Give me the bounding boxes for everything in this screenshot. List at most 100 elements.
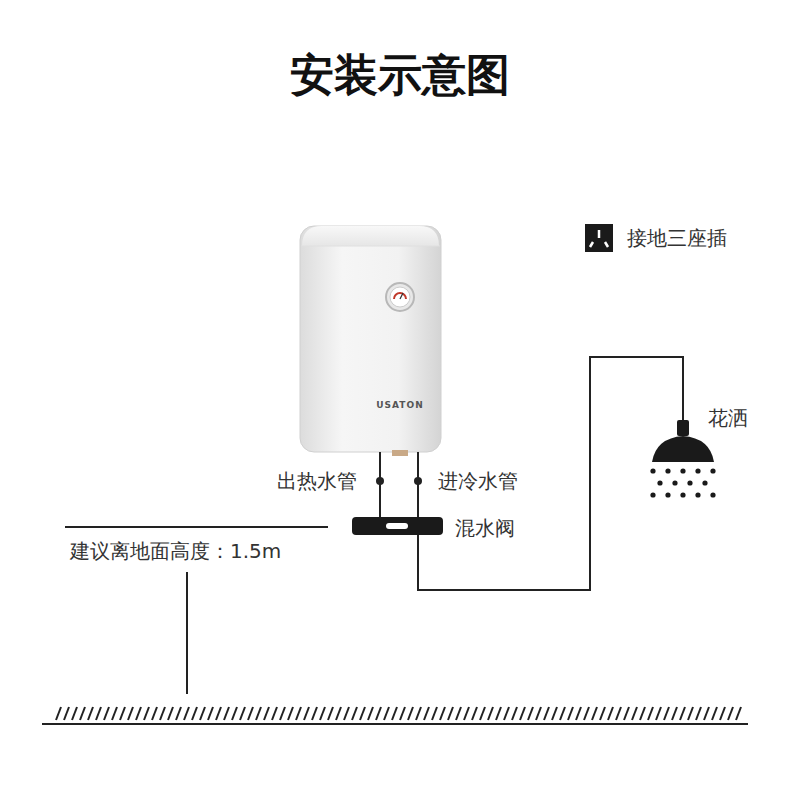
ground-hatch xyxy=(88,707,93,720)
ground-hatch xyxy=(576,707,581,720)
water-drop xyxy=(657,480,662,485)
part-label: 花洒 xyxy=(708,406,748,430)
ground-hatch xyxy=(416,707,421,720)
water-drop xyxy=(650,492,655,497)
ground-hatch xyxy=(160,707,165,720)
shower-head xyxy=(650,420,715,498)
ground-hatch xyxy=(520,707,525,720)
water-drop xyxy=(695,492,700,497)
ground-hatch xyxy=(440,707,445,720)
ground-hatch xyxy=(64,707,69,720)
ground-hatch xyxy=(104,707,109,720)
ground-hatch xyxy=(688,707,693,720)
brand-label: USATON xyxy=(376,400,423,411)
ground-hatch xyxy=(128,707,133,720)
ground-hatch xyxy=(232,707,237,720)
ground-hatch xyxy=(136,707,141,720)
ground-hatch xyxy=(648,707,653,720)
ground-hatch xyxy=(392,707,397,720)
ground-hatch xyxy=(544,707,549,720)
water-drop xyxy=(710,492,715,497)
ground-hatch xyxy=(296,707,301,720)
ground-hatch xyxy=(368,707,373,720)
ground-hatch xyxy=(656,707,661,720)
water-drop xyxy=(680,468,685,473)
pipe-dot xyxy=(376,477,384,485)
ground-hatch xyxy=(176,707,181,720)
ground-hatch xyxy=(216,707,221,720)
ground-hatch xyxy=(664,707,669,720)
ground-hatch xyxy=(272,707,277,720)
ground-hatch xyxy=(704,707,709,720)
ground-hatch xyxy=(464,707,469,720)
ground-hatch xyxy=(256,707,261,720)
ground-hatch xyxy=(672,707,677,720)
ground-hatch xyxy=(608,707,613,720)
ground-hatch xyxy=(448,707,453,720)
ground-hatch xyxy=(320,707,325,720)
ground-hatch xyxy=(600,707,605,720)
ground-hatch xyxy=(280,707,285,720)
ground-hatch xyxy=(336,707,341,720)
ground-hatch xyxy=(552,707,557,720)
ground-hatch xyxy=(496,707,501,720)
height-marker xyxy=(65,527,328,694)
water-drop xyxy=(665,492,670,497)
ground-hatch xyxy=(112,707,117,720)
ground-hatch xyxy=(528,707,533,720)
ground-hatch xyxy=(224,707,229,720)
ground-hatch xyxy=(712,707,717,720)
ground-hatch xyxy=(568,707,573,720)
ground-hatch xyxy=(264,707,269,720)
ground-hatch xyxy=(144,707,149,720)
ground-hatch xyxy=(560,707,565,720)
ground-hatch xyxy=(584,707,589,720)
mixing-valve xyxy=(352,517,443,535)
water-drop xyxy=(702,480,707,485)
ground-hatch xyxy=(72,707,77,720)
legend-item: 接地三座插 xyxy=(627,226,727,250)
ground-hatch xyxy=(736,707,741,720)
ground-hatch xyxy=(728,707,733,720)
ground-hatch xyxy=(432,707,437,720)
water-heater xyxy=(300,226,441,456)
ground-hatch xyxy=(680,707,685,720)
ground-hatch xyxy=(184,707,189,720)
water-drop xyxy=(687,480,692,485)
ground-hatch xyxy=(168,707,173,720)
ground-hatch xyxy=(248,707,253,720)
ground-hatch xyxy=(536,707,541,720)
ground-hatch xyxy=(56,707,61,720)
part-label: 混水阀 xyxy=(455,516,515,540)
water-drop xyxy=(650,468,655,473)
ground-hatch xyxy=(640,707,645,720)
ground-hatch xyxy=(352,707,357,720)
ground-hatch xyxy=(488,707,493,720)
ground-hatch xyxy=(616,707,621,720)
ground-hatch xyxy=(192,707,197,720)
ground-hatch xyxy=(720,707,725,720)
part-label: 出热水管 xyxy=(277,469,357,493)
water-drop xyxy=(680,492,685,497)
water-drop xyxy=(665,468,670,473)
ground-hatch xyxy=(512,707,517,720)
part-label: 建议离地面高度：1.5m xyxy=(70,539,281,563)
ground xyxy=(42,707,748,724)
legend-text: 接地三座插 xyxy=(627,226,727,250)
water-drop xyxy=(672,480,677,485)
ground-hatch xyxy=(80,707,85,720)
ground-hatch xyxy=(152,707,157,720)
ground-hatch xyxy=(504,707,509,720)
ground-hatch xyxy=(456,707,461,720)
ground-hatch xyxy=(376,707,381,720)
pipes xyxy=(380,357,683,590)
ground-hatch xyxy=(304,707,309,720)
ground-hatch xyxy=(288,707,293,720)
ground-hatch xyxy=(424,707,429,720)
water-drop xyxy=(710,468,715,473)
ground-hatch xyxy=(472,707,477,720)
ground-hatch xyxy=(400,707,405,720)
part-label: 进冷水管 xyxy=(438,469,518,493)
water-drop xyxy=(695,468,700,473)
